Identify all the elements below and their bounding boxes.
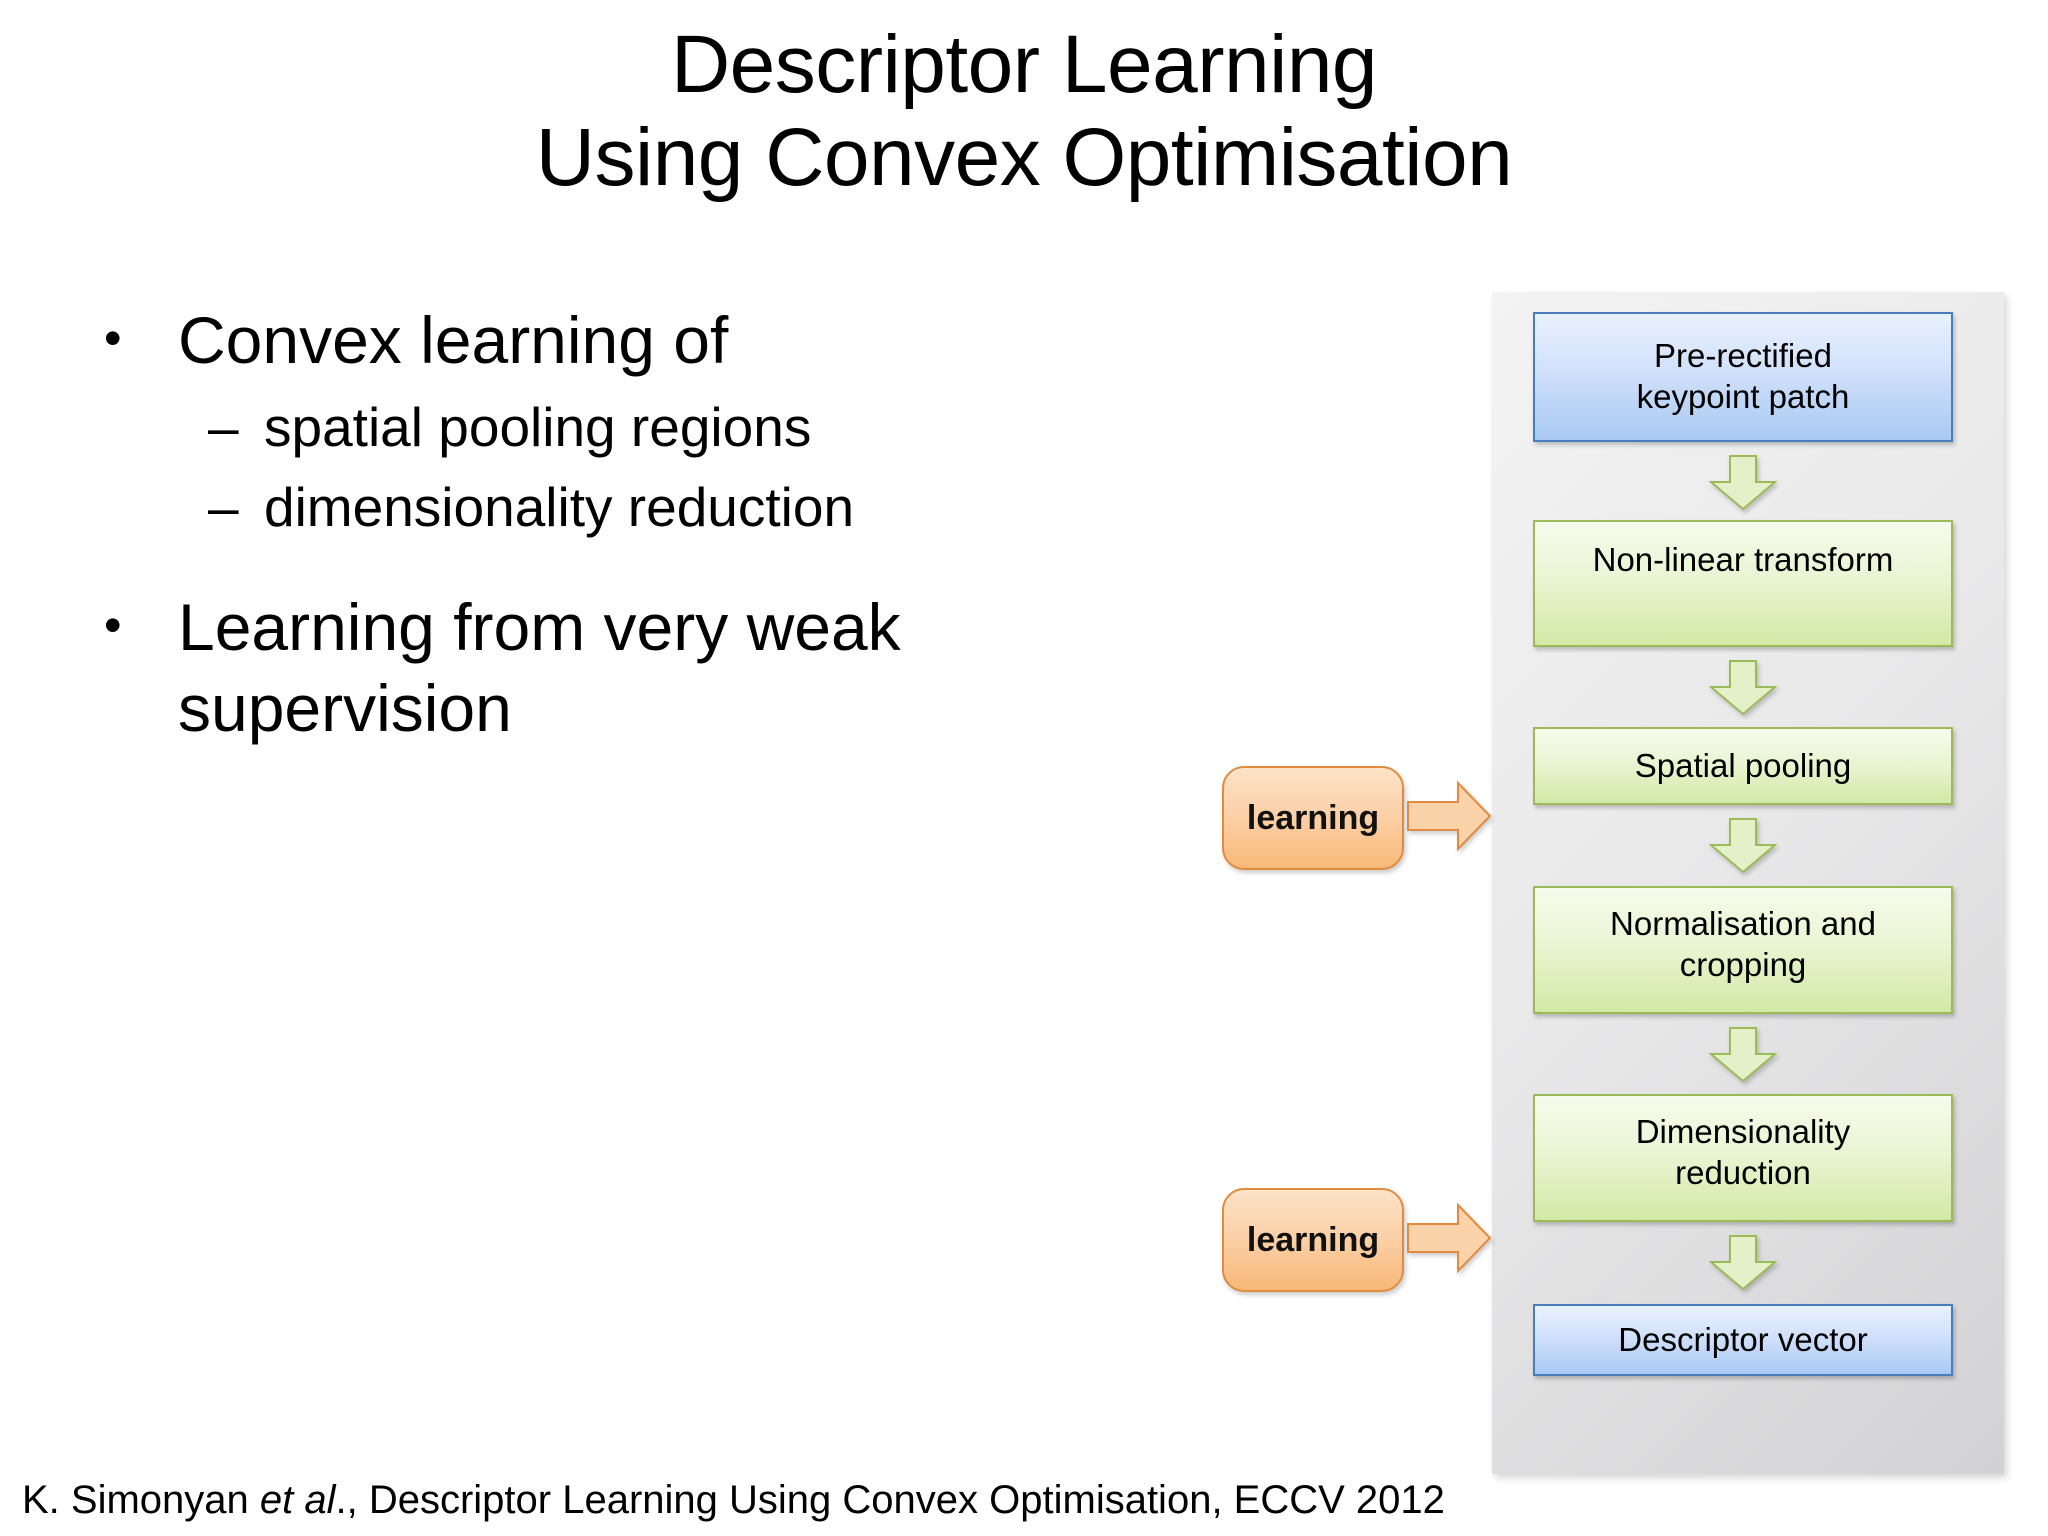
dash-marker-icon: – xyxy=(208,476,239,539)
citation-suffix: ., Descriptor Learning Using Convex Opti… xyxy=(335,1478,1445,1522)
arrow-right-icon xyxy=(1406,780,1492,852)
sub-bullet-text: dimensionality reduction xyxy=(264,476,855,539)
bullet-item-convex-learning: • Convex learning of xyxy=(104,300,1174,382)
bullet-item-weak-supervision: • Learning from very weak supervision xyxy=(104,587,1174,751)
flow-box-label: Pre-rectified keypoint patch xyxy=(1636,337,1850,415)
flow-box-label: Dimensionality reduction xyxy=(1635,1113,1851,1191)
flow-box-descriptor-vector[interactable]: Descriptor vector xyxy=(1533,1304,1953,1376)
sub-bullet-item-dimensionality-reduction: – dimensionality reduction xyxy=(208,472,1174,542)
bullet-marker-icon: • xyxy=(104,310,122,366)
flow-box-label: Descriptor vector xyxy=(1618,1320,1868,1358)
sub-bullet-text: spatial pooling regions xyxy=(264,395,812,458)
citation-prefix: K. Simonyan xyxy=(22,1478,260,1522)
page-title: Descriptor Learning Using Convex Optimis… xyxy=(0,18,2048,205)
bullet-list: • Convex learning of – spatial pooling r… xyxy=(104,300,1174,760)
title-line-2: Using Convex Optimisation xyxy=(535,112,1513,204)
learning-label: learning xyxy=(1246,798,1380,837)
flow-box-normalisation-and-cropping[interactable]: Normalisation and cropping xyxy=(1533,886,1953,1014)
title-line-1: Descriptor Learning xyxy=(670,19,1378,110)
bullet-marker-icon: • xyxy=(104,596,122,653)
bullet-text: Learning from very weak supervision xyxy=(178,589,901,746)
flow-box-spatial-pooling[interactable]: Spatial pooling xyxy=(1533,727,1953,805)
flow-box-label: Normalisation and cropping xyxy=(1610,905,1876,983)
arrow-down-icon xyxy=(1709,1027,1777,1083)
flow-box-label: Non-linear transform xyxy=(1592,541,1894,578)
arrow-down-icon xyxy=(1709,455,1777,511)
arrow-down-icon xyxy=(1709,818,1777,874)
pipeline-diagram-panel: Pre-rectified keypoint patch Non-linear … xyxy=(1492,292,2004,1474)
sub-bullet-item-spatial-pooling-regions: – spatial pooling regions xyxy=(208,392,1174,462)
arrow-down-icon xyxy=(1709,660,1777,716)
learning-label: learning xyxy=(1246,1220,1380,1259)
arrow-right-icon xyxy=(1406,1202,1492,1274)
citation-footer: K. Simonyan et al., Descriptor Learning … xyxy=(22,1476,1445,1524)
bullet-text: Convex learning of xyxy=(178,303,729,377)
spacer xyxy=(104,553,1174,587)
flow-box-dimensionality-reduction[interactable]: Dimensionality reduction xyxy=(1533,1094,1953,1222)
flow-box-non-linear-transform[interactable]: Non-linear transform xyxy=(1533,520,1953,647)
dash-marker-icon: – xyxy=(208,395,239,458)
citation-et-al: et al xyxy=(259,1478,336,1522)
learning-callout-dimensionality-reduction[interactable]: learning xyxy=(1222,1188,1404,1292)
arrow-down-icon xyxy=(1709,1235,1777,1291)
flow-box-pre-rectified-keypoint-patch[interactable]: Pre-rectified keypoint patch xyxy=(1533,312,1953,442)
learning-callout-spatial-pooling[interactable]: learning xyxy=(1222,766,1404,870)
flow-box-label: Spatial pooling xyxy=(1634,746,1852,784)
